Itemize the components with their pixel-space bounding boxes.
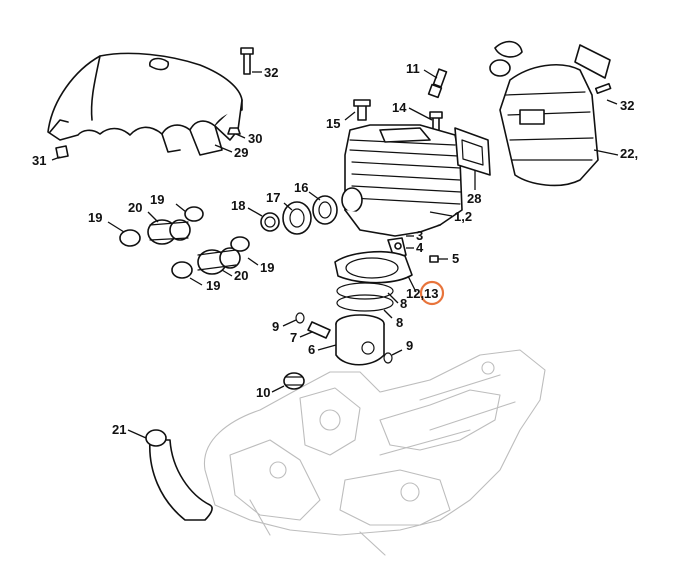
callout-21: 21: [112, 422, 126, 437]
boot-part-20-lower: [197, 247, 241, 275]
callout-20-upper: 20: [128, 200, 142, 215]
piston-part-6: [335, 314, 385, 366]
shroud-part-29: [47, 52, 243, 156]
callout-32-top: 32: [264, 65, 278, 80]
screw-part-32-top: [240, 47, 254, 75]
screw-part-32-right: [594, 82, 612, 95]
clamp-part-19-b: [184, 206, 204, 222]
callout-labels: 32 30 29 31 11 14 15 32 22, 28 17 16 18 …: [32, 61, 638, 437]
callout-28: 28: [467, 191, 481, 206]
callout-1-2: 1,2: [454, 209, 472, 224]
callout-4: 4: [416, 240, 424, 255]
circlip-part-9-a: [295, 312, 305, 324]
screw-part-5: [429, 255, 439, 263]
spark-plug-part-11: [427, 68, 448, 99]
flange-part-16: [312, 195, 338, 225]
callout-18: 18: [231, 198, 245, 213]
callout-10: 10: [256, 385, 270, 400]
callout-30: 30: [248, 131, 262, 146]
callout-16: 16: [294, 180, 308, 195]
callout-19-a: 19: [88, 210, 102, 225]
gasket-part-28: [454, 127, 491, 176]
callout-20-lower: 20: [234, 268, 248, 283]
muffler-part-22: [489, 40, 611, 187]
gasket-part-12-13: [334, 250, 413, 284]
ring-part-18: [260, 212, 280, 232]
pin-part-7: [307, 321, 331, 339]
crankcase-ghost: [203, 349, 546, 556]
ring-part-8-b: [336, 294, 394, 312]
boot-part-20-upper: [147, 219, 191, 245]
callout-5: 5: [452, 251, 459, 266]
screw-part-30: [227, 127, 241, 135]
screw-part-31: [55, 145, 69, 159]
valve-part-15: [353, 99, 371, 121]
part-3-4: [387, 237, 407, 259]
clamp-part-19-c: [171, 261, 193, 279]
callout-9-a: 9: [272, 319, 279, 334]
callout-8-b: 8: [396, 315, 403, 330]
callout-22: 22,: [620, 146, 638, 161]
cylinder-part-1-2: [341, 124, 463, 237]
ring-part-8-a: [336, 282, 394, 300]
clamp-part-19-a: [119, 229, 141, 247]
callout-19-c: 19: [206, 278, 220, 293]
callout-19-b: 19: [150, 192, 164, 207]
callout-32-right: 32: [620, 98, 634, 113]
callout-31: 31: [32, 153, 46, 168]
callout-12: 12,: [406, 286, 424, 301]
callout-19-d: 19: [260, 260, 274, 275]
callout-3: 3: [416, 228, 423, 243]
leader-lines: [51, 69, 619, 439]
callout-14: 14: [392, 100, 407, 115]
bearing-part-10: [283, 372, 305, 390]
callout-11: 11: [406, 61, 420, 76]
clamp-part-19-d: [230, 236, 250, 252]
manifold-part-17: [282, 201, 312, 235]
callout-17: 17: [266, 190, 280, 205]
hose-part-21: [145, 429, 213, 521]
circlip-part-9-b: [383, 352, 393, 364]
callout-8-a: 8: [400, 296, 407, 311]
callout-13: 13: [424, 286, 438, 301]
callout-7: 7: [290, 330, 297, 345]
callout-6: 6: [308, 342, 315, 357]
callout-15: 15: [326, 116, 340, 131]
highlight-ring: [419, 280, 445, 306]
callout-29: 29: [234, 145, 248, 160]
callout-9-b: 9: [406, 338, 413, 353]
